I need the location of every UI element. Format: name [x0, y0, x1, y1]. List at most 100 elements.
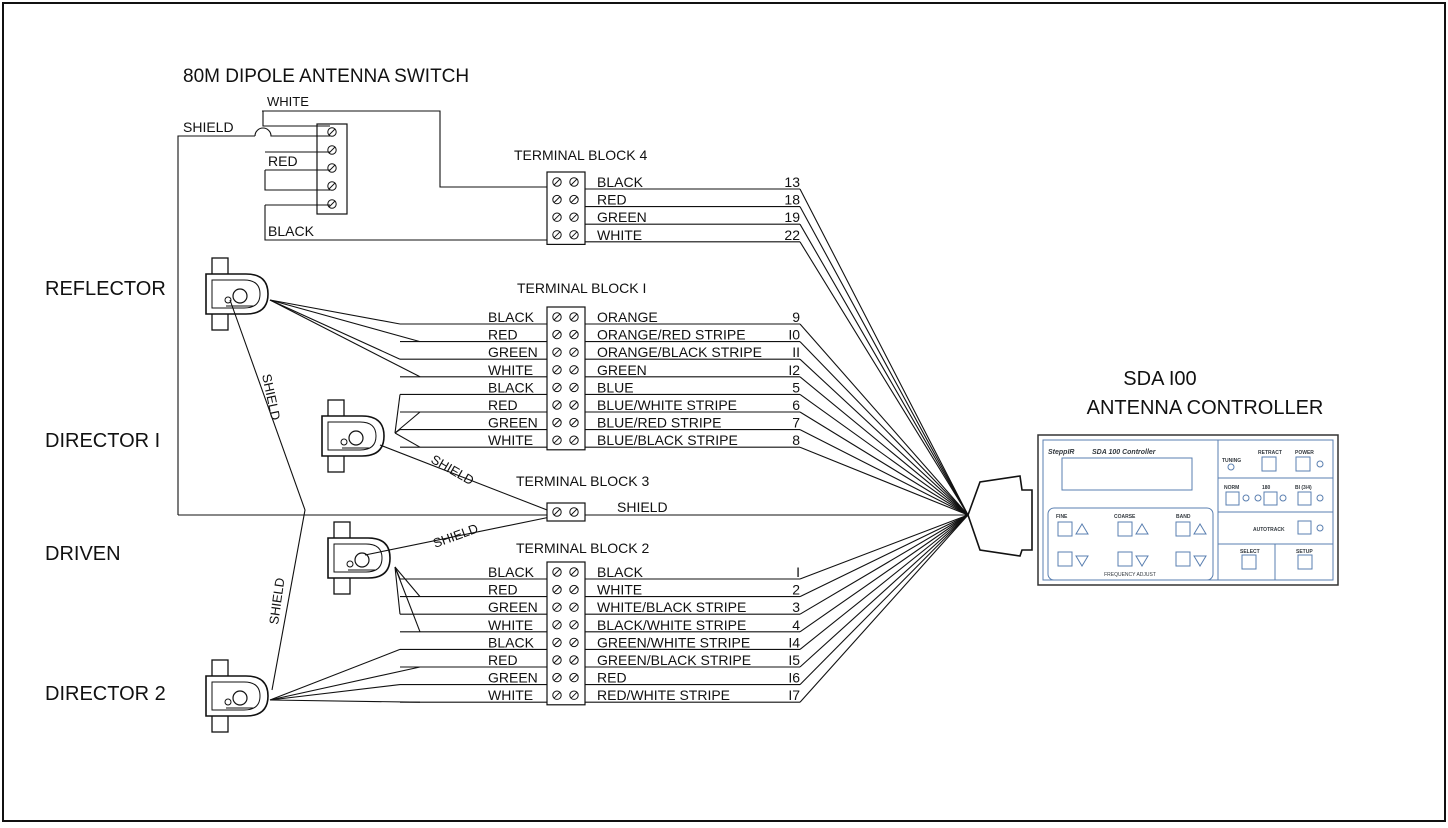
- terminal-screw: [327, 127, 337, 137]
- coarse-up-button[interactable]: [1117, 521, 1133, 537]
- fan-wire: [799, 514, 969, 650]
- wire-color-left: BLACK: [488, 564, 535, 580]
- terminal-screw: [569, 382, 579, 393]
- wire-color-right: ORANGE/RED STRIPE: [597, 327, 746, 343]
- fan-wire: [799, 446, 969, 516]
- tb4-title: TERMINAL BLOCK 4: [514, 147, 648, 163]
- pin-number: 3: [792, 599, 800, 615]
- select-button[interactable]: [1241, 554, 1257, 570]
- bi-button[interactable]: [1297, 491, 1312, 506]
- wire-color-right: BLUE/RED STRIPE: [597, 415, 721, 431]
- tuning-led: [1227, 463, 1235, 471]
- wire-color-right: BLUE/WHITE STRIPE: [597, 397, 737, 413]
- wire-color-left: GREEN: [488, 344, 538, 360]
- black-wire: [264, 205, 550, 241]
- fan-wire: [799, 358, 969, 516]
- wire-color-left: WHITE: [488, 687, 533, 703]
- retract-label: RETRACT: [1258, 450, 1282, 456]
- driven-label: DRIVEN: [45, 543, 121, 565]
- band-down-button[interactable]: [1175, 551, 1191, 567]
- element-wire: [269, 648, 401, 701]
- pin-number: 18: [784, 192, 800, 208]
- wire-color-right: ORANGE/BLACK STRIPE: [597, 344, 762, 360]
- terminal-screw: [552, 365, 562, 375]
- terminal-screw: [569, 417, 579, 428]
- pin-number: I: [796, 564, 800, 580]
- fine-label: FINE: [1056, 514, 1068, 520]
- fan-wire: [799, 341, 969, 516]
- upper-shield-label: SHIELD: [259, 373, 283, 422]
- terminal-screw: [569, 620, 579, 630]
- setup-label: SETUP: [1296, 549, 1313, 555]
- triangle-down-icon: [1075, 555, 1089, 567]
- deg180-button[interactable]: [1263, 491, 1278, 506]
- wire-color-right: GREEN: [597, 209, 647, 225]
- triangle-down-icon: [1193, 555, 1207, 567]
- driven-motor-housing: [327, 521, 391, 595]
- bi-label: BI (3/4): [1295, 485, 1312, 491]
- model-name: SDA 100 Controller: [1092, 449, 1157, 456]
- terminal-screw: [569, 312, 579, 322]
- shield-wire: [177, 135, 255, 515]
- element-wire: [269, 299, 421, 378]
- controller-title-line2: ANTENNA CONTROLLER: [1087, 397, 1324, 419]
- wire-color-right: ORANGE: [597, 309, 658, 325]
- frequency-adjust-label: FREQUENCY ADJUST: [1104, 572, 1156, 578]
- pin-number: 2: [792, 582, 800, 598]
- lcd-display: [1061, 457, 1193, 491]
- element-wire: [394, 429, 401, 434]
- terminal-screw: [569, 329, 579, 340]
- wire-color-right: RED: [597, 670, 627, 686]
- coarse-down-button[interactable]: [1117, 551, 1133, 567]
- pin-number: 5: [792, 379, 800, 395]
- director2-label: DIRECTOR 2: [45, 683, 166, 705]
- wire-color-right: GREEN/BLACK STRIPE: [597, 652, 751, 668]
- pin-number: 19: [784, 209, 800, 225]
- triangle-down-icon: [1135, 555, 1149, 567]
- fan-wire: [799, 514, 969, 615]
- wire-color-right: WHITE: [597, 227, 642, 243]
- terminal-screw: [552, 417, 562, 428]
- wire-color-left: BLACK: [488, 379, 535, 395]
- triangle-up-icon: [1135, 523, 1149, 535]
- terminal-screw: [552, 690, 562, 700]
- wire-color-left: WHITE: [488, 362, 533, 378]
- switch-wire-red-label: RED: [268, 153, 298, 169]
- terminal-screw: [569, 655, 579, 665]
- fan-wire: [799, 514, 969, 668]
- wire-color-right: WHITE/BLACK STRIPE: [597, 599, 746, 615]
- element-wire: [269, 299, 401, 325]
- fine-up-button[interactable]: [1057, 521, 1073, 537]
- wire-color-right: BLACK: [597, 174, 644, 190]
- retract-button[interactable]: [1261, 456, 1277, 472]
- power-button[interactable]: [1295, 456, 1311, 472]
- autotrack-button[interactable]: [1297, 520, 1312, 535]
- fan-wire: [799, 514, 969, 703]
- norm-button[interactable]: [1225, 491, 1240, 506]
- terminal-screw: [552, 212, 562, 222]
- setup-button[interactable]: [1297, 554, 1313, 570]
- shield-run-left: [229, 299, 306, 691]
- wire-color-right: BLACK: [597, 564, 644, 580]
- terminal-block-3: [546, 502, 586, 522]
- fine-down-button[interactable]: [1057, 551, 1073, 567]
- brand-name: SteppIR: [1048, 449, 1074, 456]
- controller-connector: [967, 475, 1033, 557]
- tb1-title: TERMINAL BLOCK I: [517, 280, 646, 296]
- pin-number: 4: [792, 617, 800, 633]
- wire-color-right: BLUE/BLACK STRIPE: [597, 432, 738, 448]
- terminal-block-body: [546, 561, 586, 706]
- terminal-screw: [552, 177, 562, 187]
- fan-wire: [799, 514, 969, 580]
- red-to-switch: [264, 170, 330, 191]
- switch-terminal-strip: [316, 123, 348, 215]
- element-wire: [269, 299, 421, 343]
- band-up-button[interactable]: [1175, 521, 1191, 537]
- terminal-block-body: [546, 306, 586, 451]
- element-wire: [394, 566, 421, 597]
- fan-wire: [799, 429, 969, 516]
- white-wire: [262, 110, 550, 188]
- triangle-up-icon: [1075, 523, 1089, 535]
- pin-number: 7: [792, 415, 800, 431]
